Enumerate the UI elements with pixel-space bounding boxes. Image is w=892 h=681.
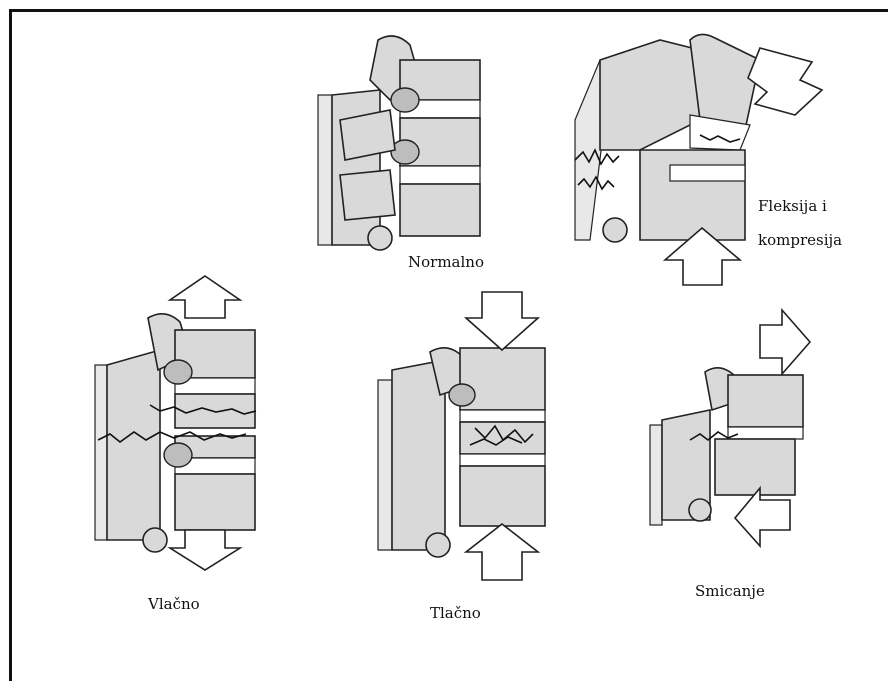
label-shear: Smicanje	[695, 581, 765, 601]
label-flexion-line2: kompresija	[758, 230, 842, 250]
label-tension: Vlačno	[148, 594, 200, 614]
label-compression: Tlačno	[430, 603, 481, 623]
spine-normal	[318, 36, 480, 250]
spine-tension	[95, 276, 256, 570]
spine-compression	[378, 292, 545, 580]
label-normal: Normalno	[408, 252, 484, 272]
spine-shear	[650, 310, 810, 546]
label-flexion-line1: Fleksija i	[758, 196, 827, 216]
